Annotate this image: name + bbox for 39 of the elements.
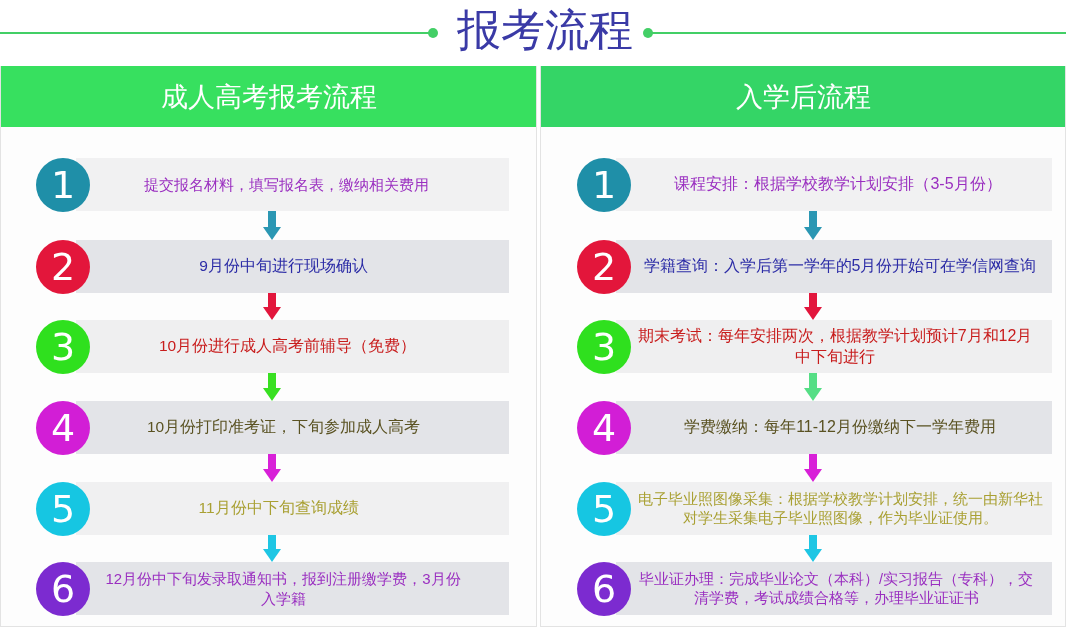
step-bar: 课程安排：根据学校教学计划安排（3-5月份） xyxy=(616,158,1052,211)
arrow xyxy=(263,454,281,482)
arrow xyxy=(804,293,822,320)
column-panel xyxy=(540,66,1066,627)
page-title: 报考流程 xyxy=(457,4,633,56)
step-bar: 10月份打印准考证，下旬参加成人高考 xyxy=(76,401,509,454)
step-bar: 11月份中下旬查询成绩 xyxy=(76,482,509,535)
step-number-circle: 4 xyxy=(36,400,90,455)
arrow xyxy=(804,211,822,240)
step-number-circle: 4 xyxy=(577,400,631,455)
column-panel xyxy=(0,66,537,627)
column-header: 成人高考报考流程 xyxy=(1,66,536,127)
arrow xyxy=(263,373,281,401)
arrow xyxy=(804,535,822,562)
step-bar: 9月份中旬进行现场确认 xyxy=(76,240,509,293)
step-bar: 12月份中下旬发录取通知书，报到注册缴学费，3月份入学籍 xyxy=(76,562,509,615)
step-bar: 期末考试：每年安排两次，根据教学计划预计7月和12月中下旬进行 xyxy=(616,320,1052,373)
step-number-circle: 5 xyxy=(36,481,90,536)
step-bar: 10月份进行成人高考前辅导（免费） xyxy=(76,320,509,373)
step-bar: 学费缴纳：每年11-12月份缴纳下一学年费用 xyxy=(616,401,1052,454)
arrow xyxy=(263,535,281,562)
step-bar: 学籍查询：入学后第一学年的5月份开始可在学信网查询 xyxy=(616,240,1052,293)
step-number-circle: 1 xyxy=(577,157,631,212)
step-number-circle: 3 xyxy=(36,319,90,374)
step-bar: 毕业证办理：完成毕业论文（本科）/实习报告（专科），交清学费，考试成绩合格等，办理毕业证证书 xyxy=(616,562,1052,615)
step-number-circle: 5 xyxy=(577,481,631,536)
step-number-circle: 2 xyxy=(36,239,90,294)
step-number-circle: 2 xyxy=(577,239,631,294)
step-number-circle: 6 xyxy=(36,561,90,616)
arrow xyxy=(263,293,281,320)
arrow xyxy=(804,373,822,401)
arrow xyxy=(263,211,281,240)
column-header: 入学后流程 xyxy=(541,66,1065,127)
step-number-circle: 1 xyxy=(36,157,90,212)
step-number-circle: 3 xyxy=(577,319,631,374)
step-bar: 提交报名材料，填写报名表，缴纳相关费用 xyxy=(76,158,509,211)
step-bar: 电子毕业照图像采集：根据学校教学计划安排，统一由新华社对学生采集电子毕业照图像，作为毕业证使用。 xyxy=(616,482,1052,535)
step-number-circle: 6 xyxy=(577,561,631,616)
arrow xyxy=(804,454,822,482)
